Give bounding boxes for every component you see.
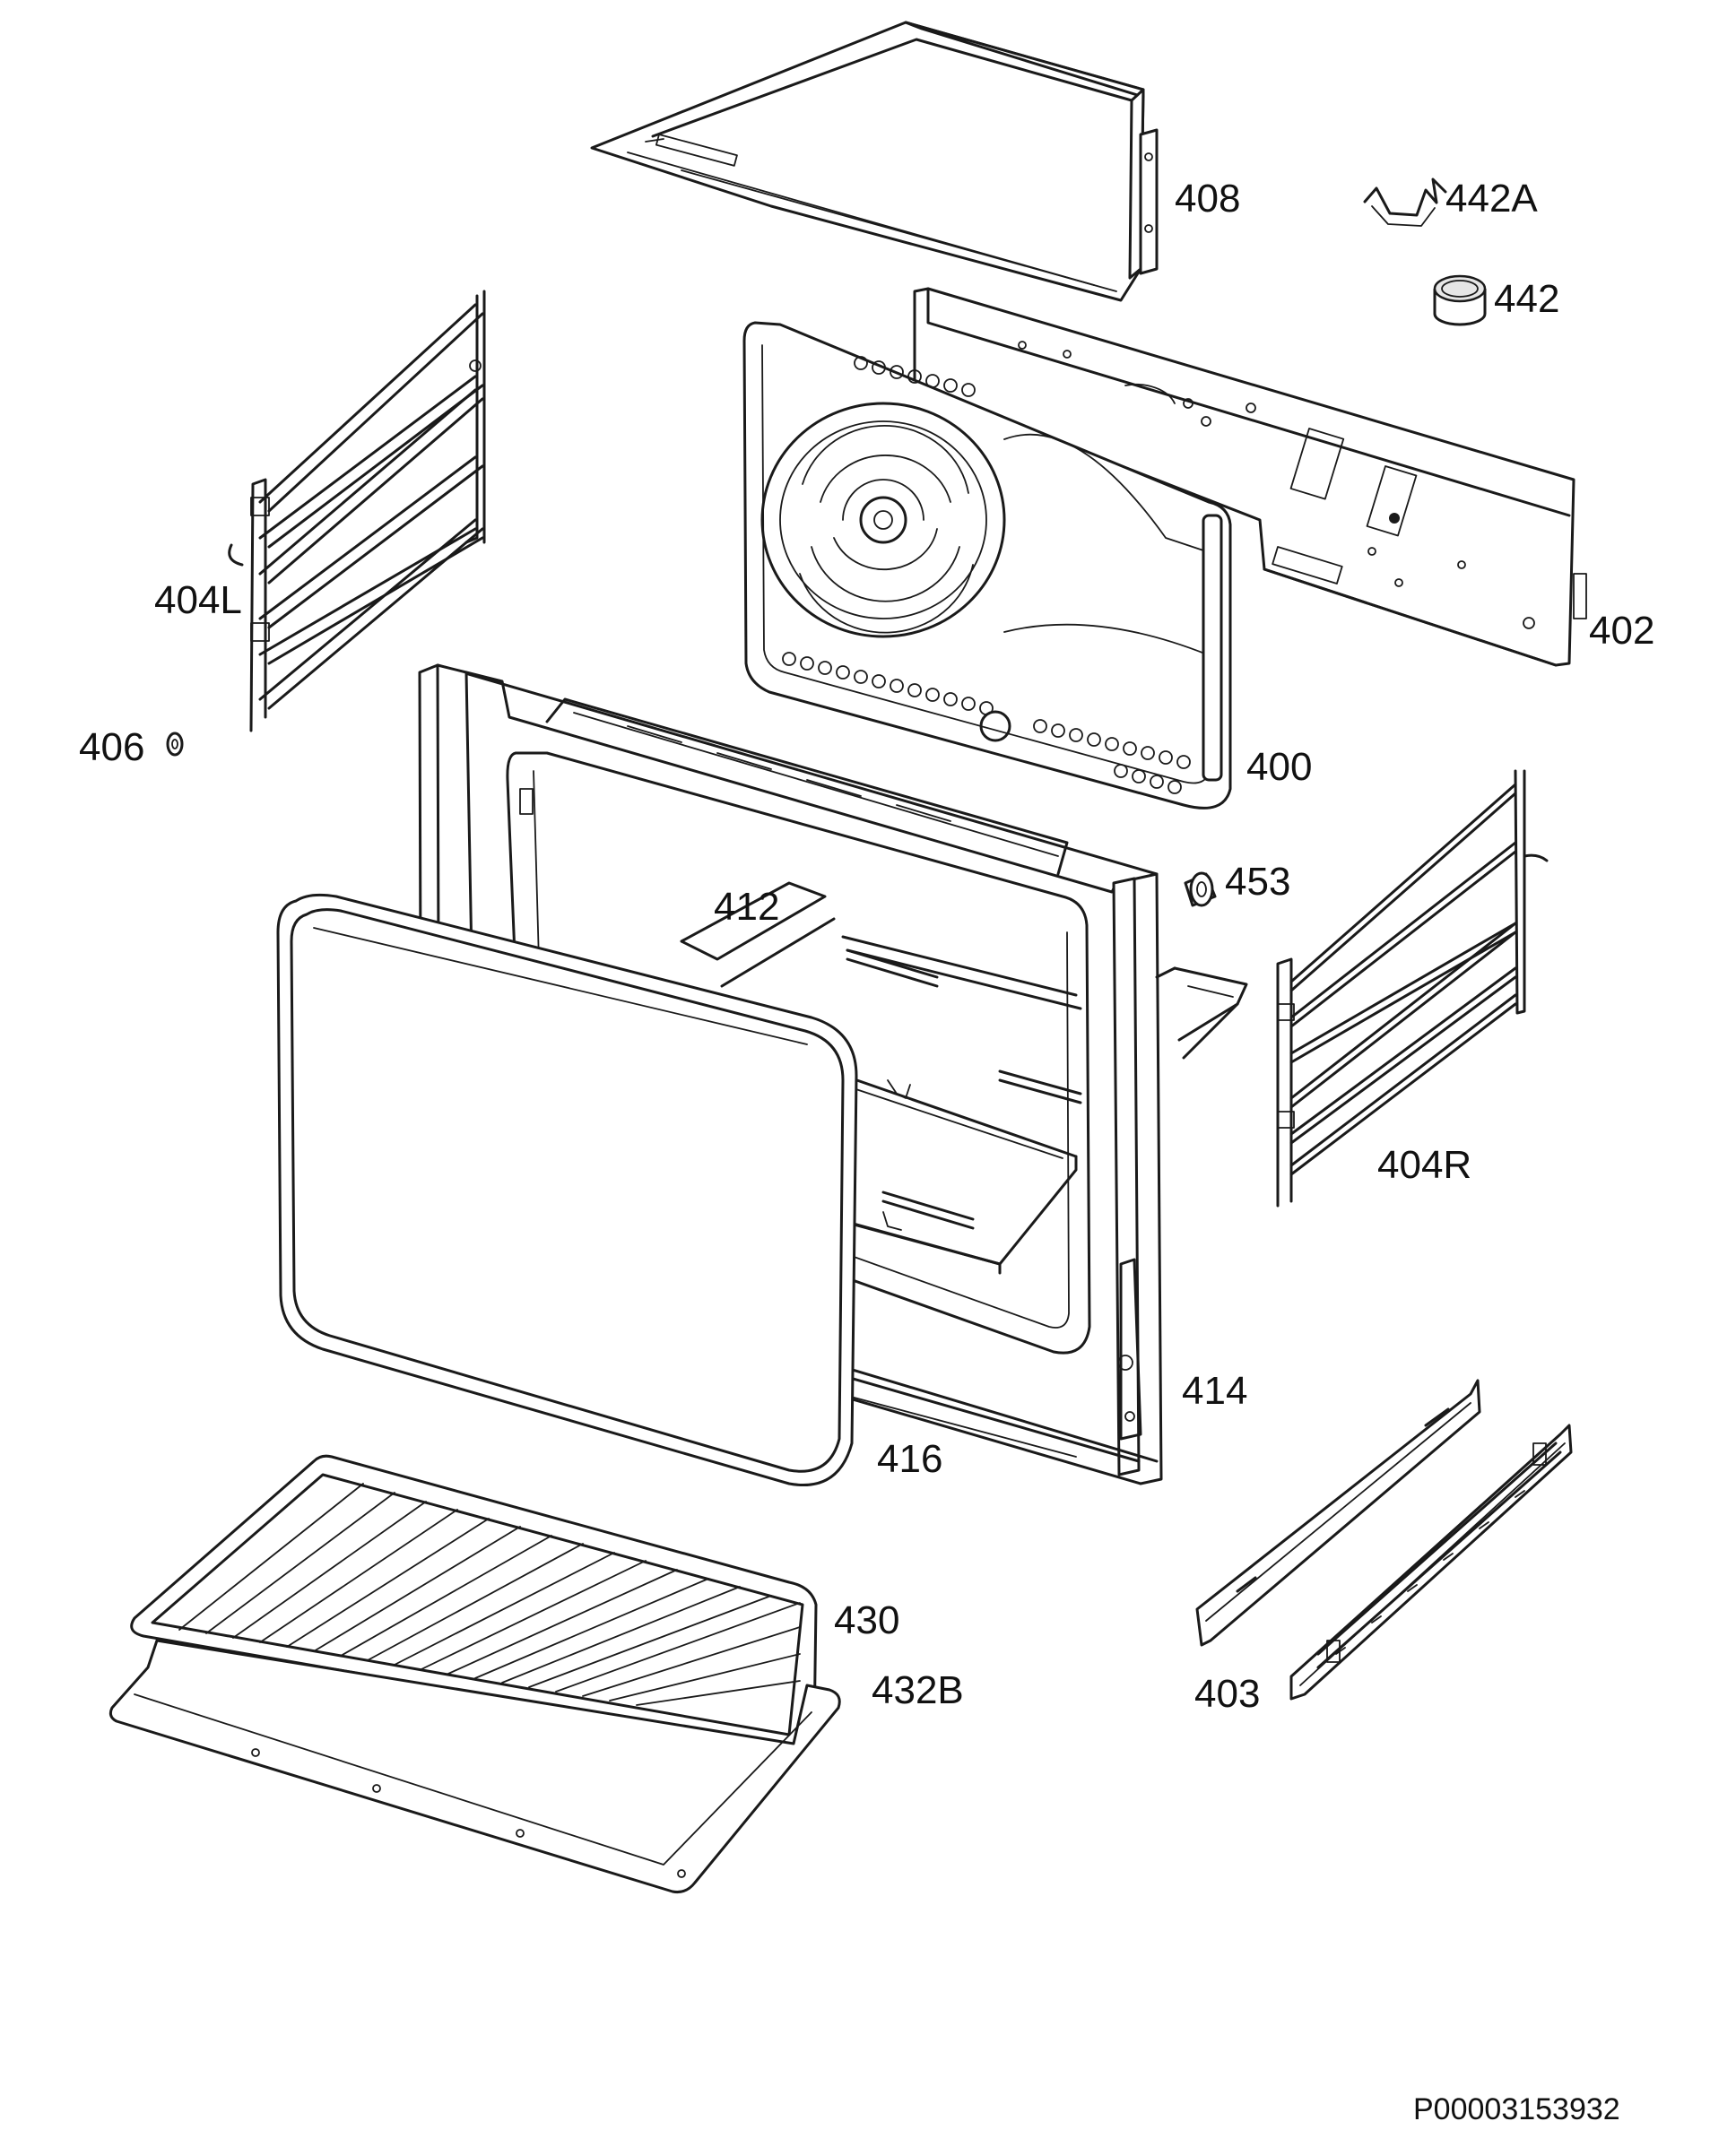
part-label-430: 430 xyxy=(834,1598,900,1642)
part-label-416: 416 xyxy=(877,1437,943,1481)
baking-tray-drawing xyxy=(108,1639,841,1893)
part-label-402: 402 xyxy=(1589,609,1655,653)
part-label-404l: 404L xyxy=(154,578,242,622)
part-label-412: 412 xyxy=(714,885,780,929)
right-shelf-rail-drawing xyxy=(1276,769,1549,1208)
cylinder-part-drawing xyxy=(1433,274,1487,326)
nut-drawing xyxy=(166,732,184,757)
lamp-socket-drawing xyxy=(1184,871,1217,907)
part-label-403: 403 xyxy=(1194,1672,1261,1716)
door-gasket-drawing xyxy=(276,893,858,1486)
part-label-432b: 432B xyxy=(872,1668,964,1712)
part-label-442a: 442A xyxy=(1445,177,1538,221)
vent-holes xyxy=(782,356,1191,794)
rear-panel-drawing xyxy=(913,287,1587,667)
document-id: P00003153932 xyxy=(1413,2092,1620,2126)
part-label-408: 408 xyxy=(1175,177,1241,221)
part-label-414: 414 xyxy=(1182,1369,1248,1413)
part-label-404r: 404R xyxy=(1377,1143,1472,1187)
top-cover-panel-drawing xyxy=(590,21,1159,302)
part-label-442: 442 xyxy=(1494,277,1560,321)
telescopic-runner-drawing xyxy=(1195,1379,1573,1701)
left-shelf-rail-drawing xyxy=(228,290,486,732)
part-label-453: 453 xyxy=(1225,860,1291,904)
back-liner-drawing xyxy=(742,321,1232,810)
clip-drawing xyxy=(1363,178,1447,227)
part-label-406: 406 xyxy=(79,725,145,769)
part-label-400: 400 xyxy=(1246,745,1313,789)
